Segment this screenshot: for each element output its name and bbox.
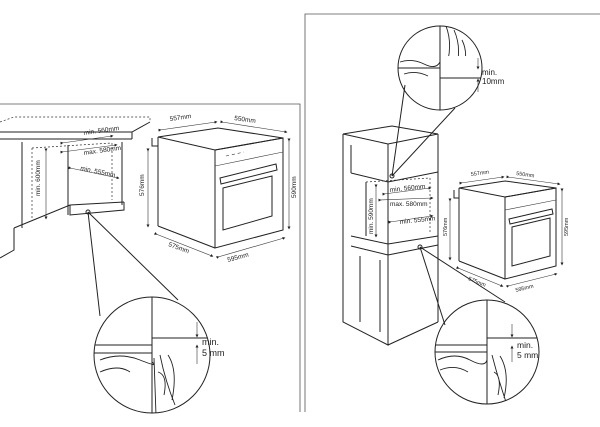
rdim-min-555: min. 555mm	[399, 215, 435, 226]
rdim-min-560: min. 560mm	[389, 183, 425, 194]
dim-max-580: max. 580mm	[83, 145, 121, 157]
left-panel: min. 560mm max. 580mm min. 555mm min. 60…	[0, 103, 301, 414]
dim-min-560: min. 560mm	[83, 125, 119, 137]
cabinet-niche	[0, 142, 125, 259]
cabinet-dimensions: min. 560mm max. 580mm min. 555mm min. 59…	[368, 183, 436, 238]
right-oven-handle	[508, 208, 554, 225]
dim-575: 575mm	[167, 241, 190, 255]
right-panel: min. 560mm max. 580mm min. 555mm min. 59…	[304, 13, 600, 412]
left-detail-min: min.	[202, 337, 219, 347]
right-panel-frame	[304, 13, 600, 412]
dim-550: 550mm	[234, 115, 256, 125]
rdim-max-580: max. 580mm	[390, 201, 428, 208]
bottom-detail-gap: 5 mm	[517, 350, 538, 360]
countertop	[0, 116, 151, 140]
oven-unit	[151, 127, 284, 249]
rdim-557: 557mm	[470, 169, 489, 178]
left-panel-frame	[0, 103, 301, 412]
left-detail-gap: 5 mm	[202, 348, 225, 358]
dim-590: 590mm	[291, 176, 298, 198]
rdim-min-590: min. 590mm	[368, 198, 375, 234]
right-top-detail-callout: min. 10mm	[389, 25, 505, 179]
rdim-576: 576mm	[443, 217, 449, 236]
tall-cabinet	[342, 125, 439, 346]
dim-576: 576mm	[139, 174, 146, 196]
rdim-595: 595mm	[515, 284, 535, 294]
left-detail-callout: min. 5 mm	[85, 209, 225, 414]
bottom-detail-min: min.	[517, 340, 533, 350]
right-bottom-detail-callout: min. 5 mm	[417, 244, 540, 405]
top-detail-min: min.	[482, 68, 497, 77]
rdim-575: 575mm	[467, 276, 487, 289]
dim-min-600: min. 600mm	[35, 160, 42, 196]
rdim-550: 550mm	[516, 171, 535, 180]
right-oven-unit	[453, 180, 557, 280]
top-wood-grain	[399, 26, 467, 77]
rdim-595v: 595mm	[564, 217, 570, 236]
wood-grain	[99, 354, 176, 413]
top-detail-gap: 10mm	[482, 77, 505, 86]
oven-door-window	[222, 175, 273, 231]
oven-handle	[219, 163, 278, 185]
right-oven-window	[511, 217, 551, 267]
dim-min-555: min. 555mm	[80, 165, 116, 179]
bottom-wood-grain	[437, 354, 507, 403]
oven-dimensions: 557mm 550mm 576mm 590mm 575mm 595mm	[139, 113, 298, 264]
dim-557: 557mm	[169, 113, 191, 123]
